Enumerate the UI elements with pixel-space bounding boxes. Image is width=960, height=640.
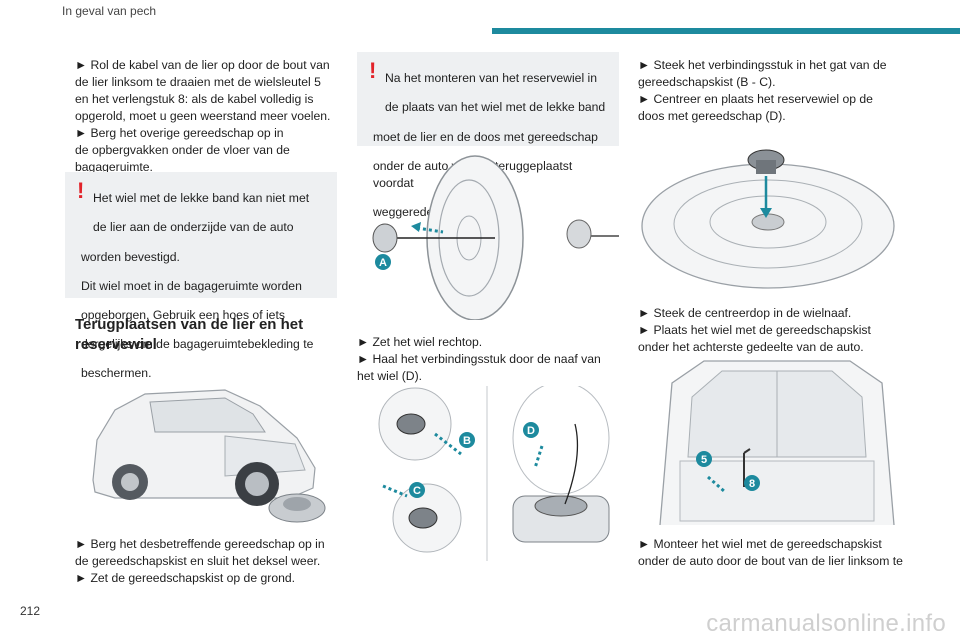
text-line: ► Zet de gereedschapskist op de grond. (75, 571, 296, 585)
col3-mid: ► Steek de centreerdop in de wielnaaf. ►… (638, 305, 908, 356)
text-line: ► Plaats het wiel met de gereedschapskis… (638, 323, 871, 337)
trunk-winch-bolt-figure: 5 8 (659, 360, 895, 525)
text-line: ► Steek de centreerdop in de wielnaaf. (638, 306, 852, 320)
text-line: ► Steek het verbindingsstuk in het gat v… (638, 58, 887, 72)
text-line: opgerold, moet u geen weerstand meer voe… (75, 109, 331, 123)
watermark: carmanualsonline.info (706, 610, 946, 637)
section-header: In geval van pech (62, 4, 157, 18)
figure-label-c: C (413, 485, 421, 497)
text-line: de lier linksom te draaien met de wielsl… (75, 75, 321, 89)
figure-label-5: 5 (701, 454, 707, 466)
text-line: ► Zet het wiel rechtop. (357, 335, 483, 349)
text-line: doos met gereedschap (D). (638, 109, 786, 123)
header-accent-bar (492, 28, 960, 34)
text-line: onder de auto door de bout van de lier l… (638, 554, 903, 568)
section-heading: Terugplaatsen van de lier en het reserve… (75, 316, 304, 353)
text-line: het wiel (D). (357, 369, 423, 383)
warning-box-winch: ! Na het monteren van het reservewiel in… (357, 52, 619, 219)
warning-box-lifting: ! Het wiel met de lekke band kan niet me… (65, 172, 337, 380)
col1-intro: ► Rol de kabel van de lier op door de bo… (75, 57, 340, 176)
toolbox-assembly-figure: B C D (378, 386, 610, 561)
text-line: de opbergvakken onder de vloer van de (75, 143, 290, 157)
text-line: ► Rol de kabel van de lier op door de bo… (75, 58, 330, 72)
wheel-connector-figure-a: A (372, 155, 619, 320)
page-number: 212 (20, 604, 41, 618)
text-line: de gereedschapskist en sluit het deksel … (75, 554, 321, 568)
col3-bottom: ► Monteer het wiel met de gereedschapski… (638, 536, 908, 570)
col2-after: ► Zet het wiel rechtop. ► Haal het verbi… (357, 334, 619, 385)
warning-icon: ! (77, 178, 85, 203)
figure-label-d: D (527, 425, 535, 437)
figure-label-a: A (379, 257, 387, 269)
figure-label-b: B (463, 435, 471, 447)
text-line: ► Berg het desbetreffende gereedschap op… (75, 537, 325, 551)
text-line: ► Haal het verbindingsstuk door de naaf … (357, 352, 601, 366)
text-line: ► Monteer het wiel met de gereedschapski… (638, 537, 882, 551)
warning-text: Het wiel met de lekke band kan niet met … (81, 191, 314, 381)
text-line: ► Centreer en plaats het reservewiel op … (638, 92, 873, 106)
text-line: bagageruimte. (75, 160, 153, 174)
spare-wheel-on-toolbox-figure (641, 149, 895, 289)
warning-icon: ! (369, 58, 377, 83)
col3-top: ► Steek het verbindingsstuk in het gat v… (638, 57, 908, 125)
figure-label-8: 8 (749, 478, 755, 490)
text-line: gereedschapskist (B - C). (638, 75, 776, 89)
suv-rear-illustration (92, 389, 326, 523)
col1-after: ► Berg het desbetreffende gereedschap op… (75, 536, 340, 587)
text-line: ► Berg het overige gereedschap op in (75, 126, 284, 140)
text-line: en het verlengstuk 8: als de kabel volle… (75, 92, 314, 106)
text-line: onder het achterste gedeelte van de auto… (638, 340, 864, 354)
